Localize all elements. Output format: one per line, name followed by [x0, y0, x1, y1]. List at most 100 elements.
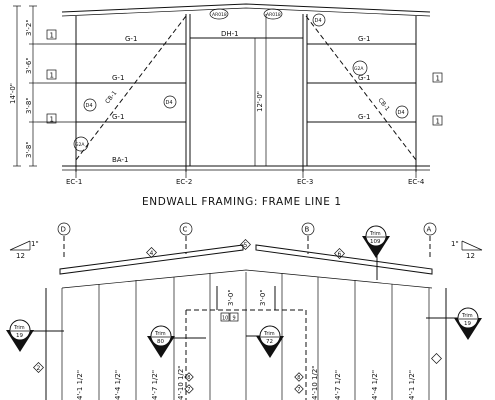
- girt-label: G-1: [112, 113, 124, 121]
- panel-length: 4'-10 1/2": [311, 365, 319, 400]
- svg-text:5: 5: [244, 242, 248, 249]
- panel-length: 4'-7 1/2": [334, 370, 342, 400]
- panel-length: 4'-1 1/2": [76, 370, 84, 400]
- column-mark: EC-1: [66, 178, 82, 186]
- cable-brace-right: [305, 15, 417, 161]
- door-dimension: 3'-0": [227, 289, 235, 306]
- svg-text:7: 7: [187, 387, 190, 393]
- anchor-rod-label: AR018: [212, 12, 227, 18]
- square-tag: 10 9: [220, 312, 239, 322]
- detail-tag-g2a: G2A: [352, 60, 368, 76]
- door-header-label: DH-1: [221, 30, 239, 38]
- girt-label: G-1: [112, 74, 124, 82]
- vertical-dimension-left: [13, 5, 76, 167]
- svg-text:19: 19: [16, 333, 23, 339]
- svg-text:B: B: [305, 226, 310, 234]
- panel-length: 4'-1 1/2": [408, 370, 416, 400]
- box-tag: 1: [46, 113, 57, 124]
- column-mark: EC-3: [297, 178, 313, 186]
- girt-label: G-1: [358, 113, 370, 121]
- column-mark: EC-2: [176, 178, 192, 186]
- box-tag: 1: [432, 72, 443, 83]
- svg-text:2: 2: [37, 365, 41, 372]
- dimension-text: 3'-8": [25, 97, 33, 114]
- detail-tag-d4: D4: [163, 95, 177, 109]
- sheeting-top-line: [61, 269, 433, 289]
- opening-height-text: 12'-0": [256, 91, 264, 112]
- svg-text:10: 10: [222, 316, 228, 322]
- svg-text:9: 9: [233, 316, 236, 322]
- dimension-text: 3'-8": [25, 141, 33, 158]
- anchor-rod-tag: [209, 8, 229, 20]
- svg-text:1": 1": [451, 240, 459, 248]
- column-mark: EC-4: [408, 178, 425, 186]
- svg-text:7: 7: [297, 387, 300, 393]
- svg-text:19: 19: [464, 321, 471, 327]
- panel-length: 4'-4 1/2": [114, 370, 122, 400]
- svg-text:8: 8: [187, 375, 190, 381]
- detail-tag-d4: D4: [312, 13, 326, 27]
- girt-label: G-1: [358, 35, 370, 43]
- endwall-framing-elevation: G-1 G-1 G-1 G-1 G-1 G-1 DH-1 BA-1 CB-1 C…: [9, 3, 443, 208]
- rafter-top: [61, 3, 431, 13]
- box-tag: 1: [46, 29, 57, 40]
- svg-text:G2A: G2A: [354, 66, 364, 72]
- svg-text:Trim: Trim: [13, 325, 25, 331]
- detail-tag-d4: D4: [83, 98, 97, 112]
- svg-text:1: 1: [50, 116, 54, 124]
- svg-text:D: D: [61, 226, 66, 234]
- overall-height-text: 14'-0": [9, 83, 17, 104]
- trim-callout-72: Trim 72: [246, 325, 284, 358]
- diamond-tag: 5: [240, 239, 251, 250]
- diamond-tag: [431, 353, 442, 364]
- svg-text:1: 1: [436, 75, 440, 83]
- svg-text:1: 1: [50, 32, 54, 40]
- svg-text:D4: D4: [86, 103, 93, 109]
- cable-brace-mark: CB-1: [104, 90, 118, 106]
- diamond-tag-stack: 8 7 8 7: [184, 372, 304, 394]
- endwall-sheeting-elevation: D C B A 1" 12 1" 12: [6, 222, 483, 400]
- panel-length: 4'-10 1/2": [177, 365, 185, 400]
- cable-brace-left: [75, 15, 187, 161]
- drawing-title: ENDWALL FRAMING: FRAME LINE 1: [142, 196, 342, 208]
- box-tag: 1: [432, 115, 443, 126]
- svg-text:6: 6: [338, 251, 342, 258]
- svg-text:Trim: Trim: [154, 331, 166, 337]
- panel-length: 4'-7 1/2": [151, 370, 159, 400]
- anchor-rod-tag: [263, 8, 283, 20]
- svg-text:C: C: [183, 226, 188, 234]
- dimension-text: 3'-6": [25, 57, 33, 74]
- svg-text:D4: D4: [398, 110, 405, 116]
- svg-text:72: 72: [266, 339, 273, 345]
- diamond-tag: 2: [33, 362, 44, 373]
- svg-text:G2A: G2A: [75, 142, 85, 148]
- box-tag: 1: [46, 69, 57, 80]
- svg-text:12: 12: [16, 252, 25, 260]
- grid-bubble-a: A: [423, 222, 437, 236]
- girt-label: G-1: [358, 74, 370, 82]
- svg-text:12: 12: [466, 252, 475, 260]
- trim-callout-109: Trim 109: [362, 225, 390, 280]
- detail-tag-g2a: G2A: [73, 136, 89, 152]
- base-angle-label: BA-1: [112, 156, 128, 164]
- trim-callout-19-right: Trim 19: [426, 307, 482, 340]
- trim-callout-19-left: Trim 19: [6, 319, 64, 352]
- rake-trim-left: [59, 244, 244, 275]
- svg-text:Trim: Trim: [369, 231, 381, 237]
- svg-text:1: 1: [436, 118, 440, 126]
- svg-text:D4: D4: [166, 100, 173, 106]
- dimension-text: 3'-2": [25, 19, 33, 36]
- rafter-bottom: [61, 7, 431, 17]
- girt-label: G-1: [125, 35, 137, 43]
- roof-slope-left: 1" 12: [9, 240, 39, 260]
- svg-text:Trim: Trim: [263, 331, 275, 337]
- svg-text:A: A: [427, 226, 432, 234]
- diamond-tag: 6: [334, 248, 345, 259]
- panel-length: 4'-4 1/2": [371, 370, 379, 400]
- svg-text:80: 80: [157, 339, 164, 345]
- trim-callout-80: Trim 80: [147, 325, 206, 358]
- svg-text:1": 1": [31, 240, 39, 248]
- diamond-tag: 4: [146, 247, 157, 258]
- svg-text:D4: D4: [315, 18, 322, 24]
